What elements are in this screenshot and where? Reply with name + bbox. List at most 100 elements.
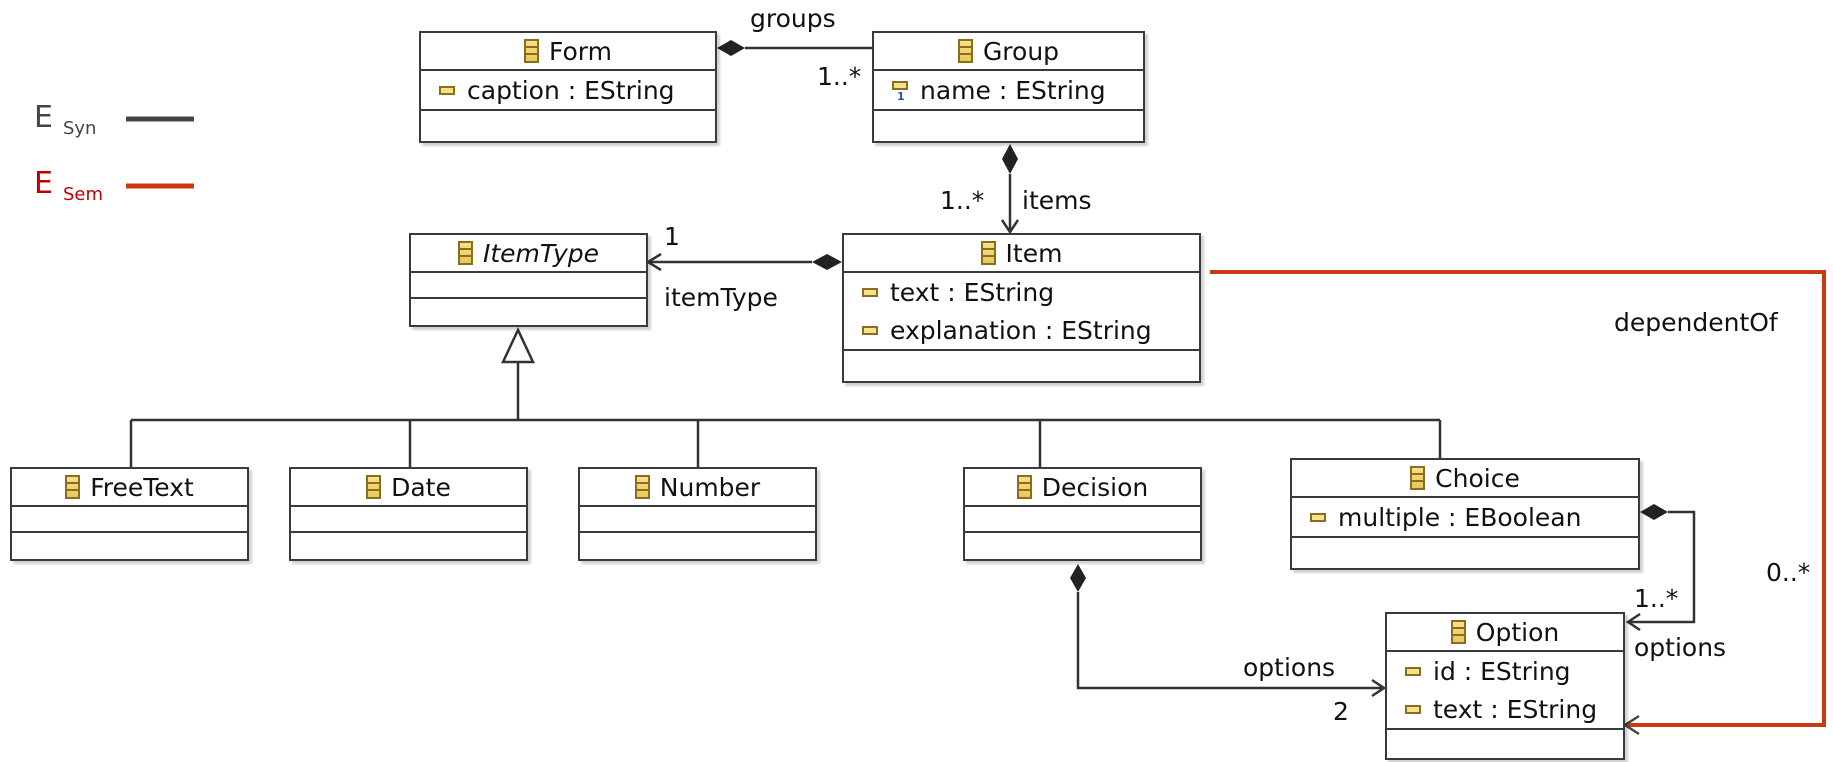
eclass-icon <box>1016 475 1032 499</box>
attribute-row: name : EString <box>874 71 1143 109</box>
class-decision[interactable]: Decision <box>963 467 1202 561</box>
class-choice-operations <box>1292 538 1638 560</box>
class-date-attributes <box>291 507 526 533</box>
class-group-attributes: name : EString <box>874 71 1143 111</box>
decision-options-multiplicity-label: 2 <box>1333 697 1349 726</box>
class-choice-attributes: multiple : EBoolean <box>1292 498 1638 538</box>
class-itemtype-name: ItemType <box>482 238 600 268</box>
attribute-label: caption : EString <box>467 75 675 105</box>
class-number[interactable]: Number <box>578 467 817 561</box>
composition-diamond-icon <box>812 254 842 270</box>
eattribute-icon <box>862 325 878 335</box>
class-itemtype-attributes <box>411 273 646 299</box>
groups-association <box>717 40 872 56</box>
items-multiplicity-label: 1..* <box>940 186 985 215</box>
class-number-attributes <box>580 507 815 533</box>
class-group-header: Group <box>874 33 1143 71</box>
class-form-attributes: caption : EString <box>421 71 715 111</box>
dependentof-multiplicity-label: 0..* <box>1766 558 1811 587</box>
class-itemtype-header: ItemType <box>411 235 646 273</box>
arrow-head-icon <box>1000 219 1020 235</box>
legend-syn: E Syn <box>34 100 96 139</box>
items-role-label: items <box>1022 186 1092 215</box>
eclass-icon <box>457 241 473 265</box>
eclass-icon <box>1450 620 1466 644</box>
eclass-icon <box>524 39 539 63</box>
class-freetext[interactable]: FreeText <box>10 467 249 561</box>
class-option-operations <box>1387 730 1623 748</box>
class-itemtype[interactable]: ItemType <box>409 233 648 327</box>
class-item-name: Item <box>1005 238 1063 268</box>
class-itemtype-operations <box>411 299 646 321</box>
eclass-icon <box>634 475 650 499</box>
class-date-name: Date <box>391 472 451 502</box>
class-group[interactable]: Group name : EString <box>872 31 1145 143</box>
attribute-row: text : EString <box>844 273 1199 311</box>
attribute-row: explanation : EString <box>844 311 1199 349</box>
choice-options-multiplicity-label: 1..* <box>1634 584 1679 613</box>
class-item[interactable]: Item text : EString explanation : EStrin… <box>842 233 1201 383</box>
class-item-header: Item <box>844 235 1199 273</box>
id-attribute-icon <box>892 80 908 103</box>
composition-diamond-icon <box>1640 504 1668 520</box>
class-choice[interactable]: Choice multiple : EBoolean <box>1290 458 1640 570</box>
class-decision-operations <box>965 533 1200 555</box>
class-date[interactable]: Date <box>289 467 528 561</box>
arrow-head-icon <box>1625 612 1641 632</box>
attribute-label: multiple : EBoolean <box>1338 502 1582 532</box>
class-number-name: Number <box>659 472 761 502</box>
eclass-icon <box>65 475 81 499</box>
class-decision-header: Decision <box>965 469 1200 507</box>
arrow-head-icon <box>1622 714 1640 736</box>
dependentof-association <box>1210 270 1826 736</box>
attribute-row: text : EString <box>1387 690 1623 728</box>
composition-diamond-icon <box>1002 144 1018 174</box>
legend-sem-letter: E <box>34 166 53 201</box>
class-number-operations <box>580 533 815 555</box>
class-freetext-name: FreeText <box>90 472 194 502</box>
inheritance-triangle-icon <box>501 327 535 364</box>
groups-role-label: groups <box>750 4 836 33</box>
class-choice-name: Choice <box>1435 463 1520 493</box>
composition-diamond-icon <box>1070 564 1086 592</box>
class-item-operations <box>844 351 1199 373</box>
arrow-head-icon <box>645 252 662 272</box>
eattribute-icon <box>1310 512 1326 522</box>
class-option[interactable]: Option id : EString text : EString <box>1385 612 1625 760</box>
attribute-label: id : EString <box>1433 656 1571 686</box>
eclass-icon <box>980 241 996 265</box>
attribute-label: text : EString <box>1433 694 1598 724</box>
class-freetext-operations <box>12 533 247 555</box>
class-date-operations <box>291 533 526 555</box>
choice-options-role-label: options <box>1634 633 1727 662</box>
class-form[interactable]: Form caption : EString <box>419 31 717 143</box>
attribute-row: caption : EString <box>421 71 715 109</box>
legend-syn-sub: Syn <box>62 118 97 139</box>
class-group-name: Group <box>982 36 1060 66</box>
legend-syn-letter: E <box>34 100 53 135</box>
class-form-operations <box>421 111 715 133</box>
eclass-icon <box>1410 466 1426 490</box>
itemtype-association <box>645 252 842 272</box>
class-freetext-header: FreeText <box>12 469 247 507</box>
composition-diamond-icon <box>717 40 745 56</box>
items-association <box>1000 144 1020 235</box>
dependentof-role-label: dependentOf <box>1614 308 1778 337</box>
decision-options-role-label: options <box>1243 653 1336 682</box>
class-group-operations <box>874 111 1143 133</box>
attribute-row: multiple : EBoolean <box>1292 498 1638 536</box>
class-form-name: Form <box>549 36 612 66</box>
legend-sem-sub: Sem <box>62 184 104 205</box>
decision-options-association <box>1070 564 1387 698</box>
attribute-row: id : EString <box>1387 652 1623 690</box>
legend-sem: E Sem <box>34 166 103 205</box>
eattribute-icon <box>439 85 455 95</box>
class-option-attributes: id : EString text : EString <box>1387 652 1623 730</box>
arrow-head-icon <box>1371 678 1387 698</box>
eclass-icon <box>366 475 382 499</box>
eclass-icon <box>957 39 973 63</box>
class-date-header: Date <box>291 469 526 507</box>
class-decision-attributes <box>965 507 1200 533</box>
class-freetext-attributes <box>12 507 247 533</box>
